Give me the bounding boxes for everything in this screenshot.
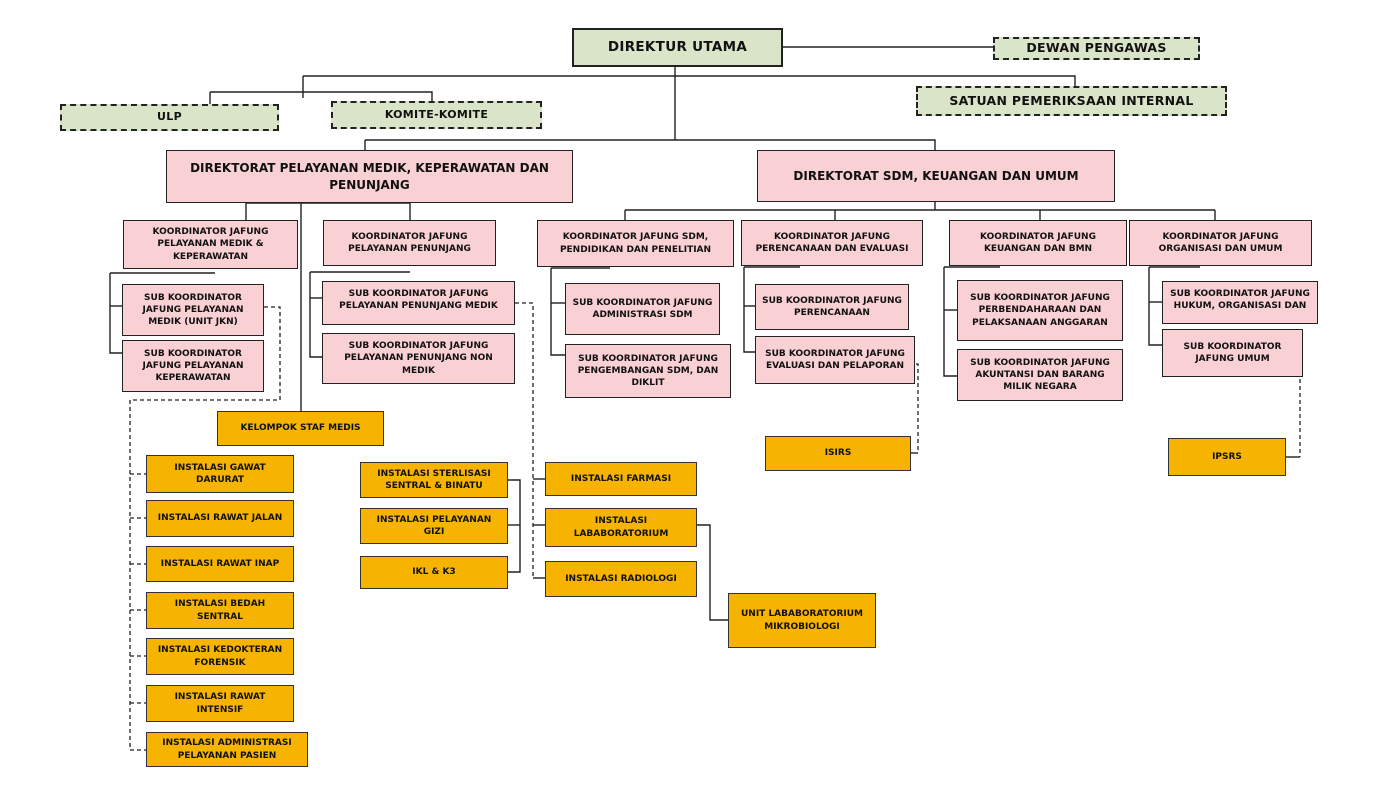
instalasi-gizi-box: INSTALASI PELAYANAN GIZI (360, 508, 508, 544)
komite-box: KOMITE-KOMITE (331, 101, 542, 129)
instalasi-sterilisasi-label: INSTALASI STERLISASI SENTRAL & BINATU (377, 468, 491, 491)
sub-koordinator-keperawatan-box: SUB KOORDINATOR JAFUNG PELAYANAN KEPERAW… (122, 340, 264, 392)
unit-laboratorium-mikrobiologi-box: UNIT LABABORATORIUM MIKROBIOLOGI (728, 593, 876, 648)
sub-koordinator-umum-label: SUB KOORDINATOR JAFUNG UMUM (1183, 341, 1282, 364)
satuan-pemeriksaan-internal-box: SATUAN PEMERIKSAAN INTERNAL (916, 86, 1227, 116)
isirs-box: ISIRS (765, 436, 911, 471)
instalasi-farmasi-label: INSTALASI FARMASI (570, 473, 672, 484)
instalasi-gizi-label: INSTALASI PELAYANAN GIZI (376, 514, 492, 537)
sub-koordinator-perencanaan-box: SUB KOORDINATOR JAFUNG PERENCANAAN (755, 284, 909, 330)
sub-koordinator-administrasi-sdm-label: SUB KOORDINATOR JAFUNG ADMINISTRASI SDM (572, 297, 713, 320)
direktorat-medik-box: DIREKTORAT PELAYANAN MEDIK, KEPERAWATAN … (166, 150, 573, 203)
sub-koordinator-perbendaharaan-box: SUB KOORDINATOR JAFUNG PERBENDAHARAAN DA… (957, 280, 1123, 341)
instalasi-farmasi-box: INSTALASI FARMASI (545, 462, 697, 496)
sub-koordinator-perencanaan-label: SUB KOORDINATOR JAFUNG PERENCANAAN (762, 295, 902, 318)
koordinator-perencanaan-box: KOORDINATOR JAFUNG PERENCANAAN DAN EVALU… (741, 220, 923, 266)
instalasi-rawat-inap-box: INSTALASI RAWAT INAP (146, 546, 294, 582)
koordinator-sdm-box: KOORDINATOR JAFUNG SDM, PENDIDIKAN DAN P… (537, 220, 734, 267)
sub-koordinator-keperawatan-label: SUB KOORDINATOR JAFUNG PELAYANAN KEPERAW… (142, 348, 244, 384)
sub-koordinator-evaluasi-box: SUB KOORDINATOR JAFUNG EVALUASI DAN PELA… (755, 336, 915, 384)
instalasi-kedokteran-forensik-label: INSTALASI KEDOKTERAN FORENSIK (157, 645, 283, 668)
sub-koordinator-penunjang-medik-box: SUB KOORDINATOR JAFUNG PELAYANAN PENUNJA… (322, 281, 515, 325)
instalasi-bedah-sentral-label: INSTALASI BEDAH SENTRAL (174, 599, 266, 622)
sub-koordinator-perbendaharaan-label: SUB KOORDINATOR JAFUNG PERBENDAHARAAN DA… (970, 293, 1110, 328)
sub-koordinator-penunjang-medik-label: SUB KOORDINATOR JAFUNG PELAYANAN PENUNJA… (339, 289, 498, 312)
sub-koordinator-evaluasi-label: SUB KOORDINATOR JAFUNG EVALUASI DAN PELA… (765, 348, 905, 371)
instalasi-radiologi-label: INSTALASI RADIOLOGI (565, 573, 677, 584)
satuan-pemeriksaan-internal-label: SATUAN PEMERIKSAAN INTERNAL (949, 92, 1194, 108)
koordinator-organisasi-label: KOORDINATOR JAFUNG ORGANISASI DAN UMUM (1158, 231, 1283, 254)
sub-koordinator-pengembangan-sdm-label: SUB KOORDINATOR JAFUNG PENGEMBANGAN SDM,… (577, 353, 719, 389)
direktorat-medik-label: DIREKTORAT PELAYANAN MEDIK, KEPERAWATAN … (190, 161, 549, 192)
ulp-box: ULP (60, 104, 279, 131)
koordinator-sdm-label: KOORDINATOR JAFUNG SDM, PENDIDIKAN DAN P… (559, 232, 712, 255)
instalasi-radiologi-box: INSTALASI RADIOLOGI (545, 561, 697, 597)
sub-koordinator-administrasi-sdm-box: SUB KOORDINATOR JAFUNG ADMINISTRASI SDM (565, 283, 720, 335)
koordinator-organisasi-box: KOORDINATOR JAFUNG ORGANISASI DAN UMUM (1129, 220, 1312, 266)
sub-koordinator-hukum-label: SUB KOORDINATOR JAFUNG HUKUM, ORGANISASI… (1170, 289, 1310, 312)
kelompok-staf-medis-label: KELOMPOK STAF MEDIS (240, 423, 361, 434)
instalasi-gawat-darurat-label: INSTALASI GAWAT DARURAT (174, 462, 266, 485)
ikl-k3-box: IKL & K3 (360, 556, 508, 589)
sub-koordinator-akuntansi-label: SUB KOORDINATOR JAFUNG AKUNTANSI DAN BAR… (970, 357, 1110, 393)
komite-label: KOMITE-KOMITE (384, 107, 489, 121)
instalasi-administrasi-pasien-label: INSTALASI ADMINISTRASI PELAYANAN PASIEN (162, 738, 292, 761)
koordinator-medik-keperawatan-box: KOORDINATOR JAFUNG PELAYANAN MEDIK & KEP… (123, 220, 298, 269)
direktur-utama-label: DIREKTUR UTAMA (607, 39, 748, 56)
direktur-utama-box: DIREKTUR UTAMA (572, 28, 783, 67)
instalasi-rawat-intensif-box: INSTALASI RAWAT INTENSIF (146, 685, 294, 722)
instalasi-sterilisasi-box: INSTALASI STERLISASI SENTRAL & BINATU (360, 462, 508, 498)
sub-koordinator-akuntansi-box: SUB KOORDINATOR JAFUNG AKUNTANSI DAN BAR… (957, 349, 1123, 401)
instalasi-administrasi-pasien-box: INSTALASI ADMINISTRASI PELAYANAN PASIEN (146, 732, 308, 767)
sub-koordinator-medik-jkn-label: SUB KOORDINATOR JAFUNG PELAYANAN MEDIK (… (142, 292, 244, 328)
instalasi-rawat-jalan-box: INSTALASI RAWAT JALAN (146, 500, 294, 537)
ulp-label: ULP (157, 110, 182, 124)
dewan-pengawas-box: DEWAN PENGAWAS (993, 37, 1200, 60)
sub-koordinator-umum-box: SUB KOORDINATOR JAFUNG UMUM (1162, 329, 1303, 377)
koordinator-penunjang-label: KOORDINATOR JAFUNG PELAYANAN PENUNJANG (348, 231, 471, 254)
instalasi-gawat-darurat-box: INSTALASI GAWAT DARURAT (146, 455, 294, 493)
dewan-pengawas-label: DEWAN PENGAWAS (1026, 40, 1167, 56)
instalasi-kedokteran-forensik-box: INSTALASI KEDOKTERAN FORENSIK (146, 638, 294, 675)
sub-koordinator-penunjang-non-medik-box: SUB KOORDINATOR JAFUNG PELAYANAN PENUNJA… (322, 333, 515, 384)
koordinator-keuangan-label: KOORDINATOR JAFUNG KEUANGAN DAN BMN (980, 231, 1096, 254)
sub-koordinator-pengembangan-sdm-box: SUB KOORDINATOR JAFUNG PENGEMBANGAN SDM,… (565, 344, 731, 398)
koordinator-keuangan-box: KOORDINATOR JAFUNG KEUANGAN DAN BMN (949, 220, 1127, 266)
unit-laboratorium-mikrobiologi-label: UNIT LABABORATORIUM MIKROBIOLOGI (740, 609, 864, 632)
isirs-label: ISIRS (824, 448, 852, 459)
koordinator-penunjang-box: KOORDINATOR JAFUNG PELAYANAN PENUNJANG (323, 220, 496, 266)
koordinator-medik-keperawatan-label: KOORDINATOR JAFUNG PELAYANAN MEDIK & KEP… (152, 227, 269, 262)
sub-koordinator-medik-jkn-box: SUB KOORDINATOR JAFUNG PELAYANAN MEDIK (… (122, 284, 264, 336)
instalasi-laboratorium-label: INSTALASI LABABORATORIUM (573, 516, 669, 539)
sub-koordinator-hukum-box: SUB KOORDINATOR JAFUNG HUKUM, ORGANISASI… (1162, 281, 1318, 324)
sub-koordinator-penunjang-non-medik-label: SUB KOORDINATOR JAFUNG PELAYANAN PENUNJA… (344, 341, 493, 376)
instalasi-laboratorium-box: INSTALASI LABABORATORIUM (545, 508, 697, 547)
ipsrs-label: IPSRS (1212, 451, 1242, 462)
kelompok-staf-medis-box: KELOMPOK STAF MEDIS (217, 411, 384, 446)
direktorat-sdm-box: DIREKTORAT SDM, KEUANGAN DAN UMUM (757, 150, 1115, 202)
instalasi-bedah-sentral-box: INSTALASI BEDAH SENTRAL (146, 592, 294, 629)
instalasi-rawat-inap-label: INSTALASI RAWAT INAP (160, 558, 280, 569)
instalasi-rawat-intensif-label: INSTALASI RAWAT INTENSIF (174, 692, 266, 715)
ikl-k3-label: IKL & K3 (412, 567, 456, 578)
koordinator-perencanaan-label: KOORDINATOR JAFUNG PERENCANAAN DAN EVALU… (755, 231, 909, 254)
ipsrs-box: IPSRS (1168, 438, 1286, 476)
direktorat-sdm-label: DIREKTORAT SDM, KEUANGAN DAN UMUM (793, 168, 1079, 183)
instalasi-rawat-jalan-label: INSTALASI RAWAT JALAN (157, 513, 283, 524)
